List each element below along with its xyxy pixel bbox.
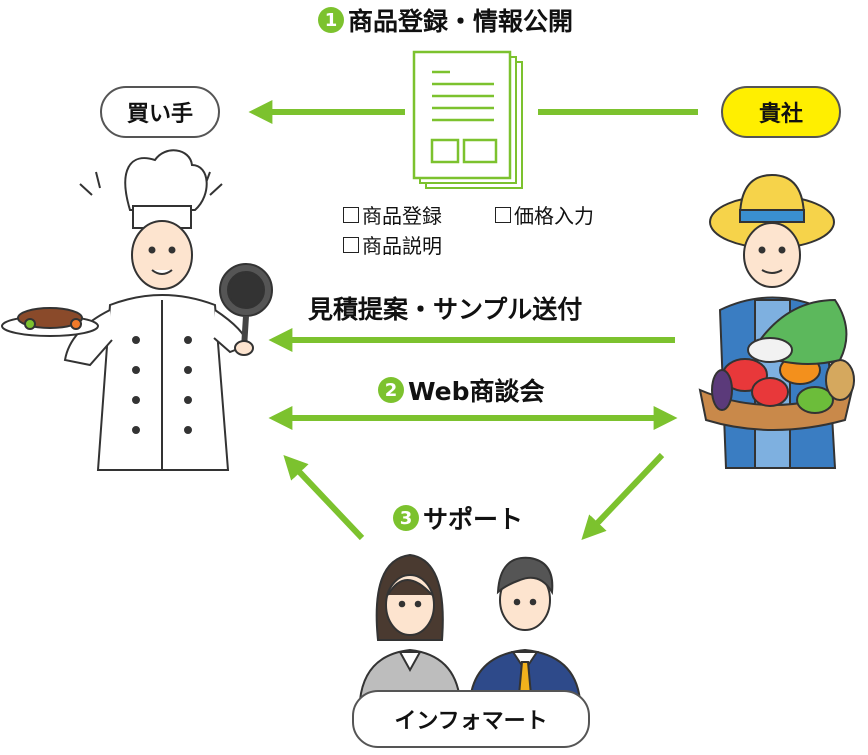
support-staff-icon xyxy=(358,553,582,702)
checklist-item: 商品登録 xyxy=(343,200,442,229)
quote-flow-label: 見積提案・サンプル送付 xyxy=(308,290,582,326)
step-1-title: 1 商品登録・情報公開 xyxy=(318,2,573,38)
infomart-node: インフォマート xyxy=(352,690,590,748)
step-2-title: 2 Web商談会 xyxy=(378,372,545,408)
arrow-support-to-company xyxy=(581,452,665,540)
company-label: 貴社 xyxy=(758,102,803,127)
buyer-node: 買い手 xyxy=(100,86,220,138)
buyer-label: 買い手 xyxy=(126,102,193,127)
checklist-label: 商品登録 xyxy=(362,204,442,228)
document-icon xyxy=(412,50,523,189)
step-3-badge: 3 xyxy=(393,505,419,531)
step-1-badge: 1 xyxy=(318,7,344,33)
step-2-badge: 2 xyxy=(378,377,404,403)
infomart-label: インフォマート xyxy=(394,709,548,734)
checklist-label: 価格入力 xyxy=(514,204,594,228)
chef-icon xyxy=(1,149,273,471)
checklist-item: 価格入力 xyxy=(495,200,594,229)
checkbox-icon xyxy=(343,236,359,253)
checkbox-icon xyxy=(495,206,511,223)
quote-flow-text: 見積提案・サンプル送付 xyxy=(308,295,583,324)
arrow-support-to-buyer xyxy=(283,455,365,541)
checkbox-icon xyxy=(343,206,359,223)
company-node: 貴社 xyxy=(721,86,841,138)
checklist-item: 商品説明 xyxy=(343,230,442,259)
step-1-label: 商品登録・情報公開 xyxy=(348,7,574,36)
step-2-label: Web商談会 xyxy=(408,377,545,406)
step-3-title: 3 サポート xyxy=(393,500,523,536)
step-3-label: サポート xyxy=(423,505,524,534)
farmer-icon xyxy=(698,173,855,469)
checklist-label: 商品説明 xyxy=(362,234,442,258)
